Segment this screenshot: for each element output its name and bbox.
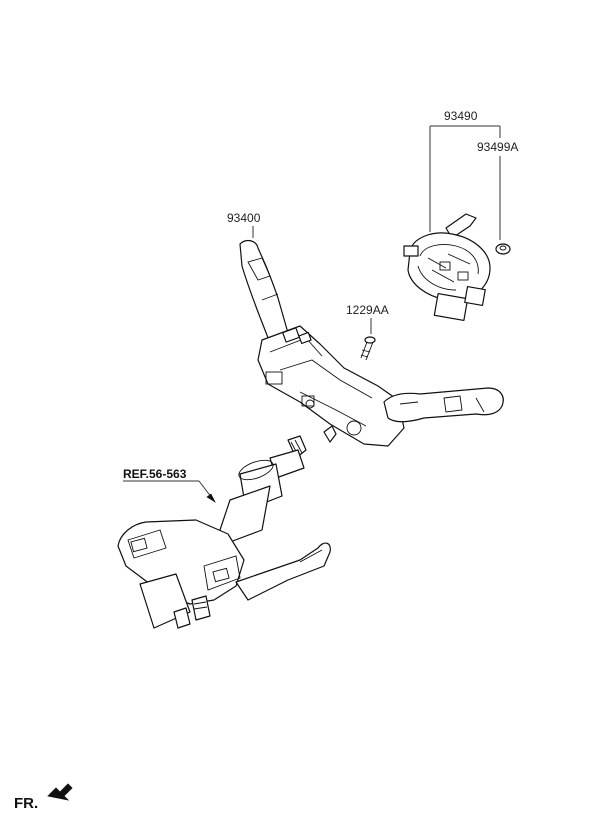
label-1229aa: 1229AA <box>346 303 389 317</box>
nut-93499a <box>495 243 511 255</box>
label-93490: 93490 <box>444 109 478 123</box>
label-93400: 93400 <box>227 211 261 225</box>
label-ref-56-563: REF.56-563 <box>123 467 187 481</box>
front-arrow-icon <box>47 783 73 801</box>
label-front: FR. <box>14 795 38 812</box>
steering-column <box>117 435 331 629</box>
clock-spring-assembly <box>403 213 491 322</box>
screw-1229aa <box>360 336 376 361</box>
leader-lines <box>198 125 501 503</box>
label-93499a: 93499A <box>477 140 518 154</box>
multifunction-switch-assembly <box>239 239 504 447</box>
